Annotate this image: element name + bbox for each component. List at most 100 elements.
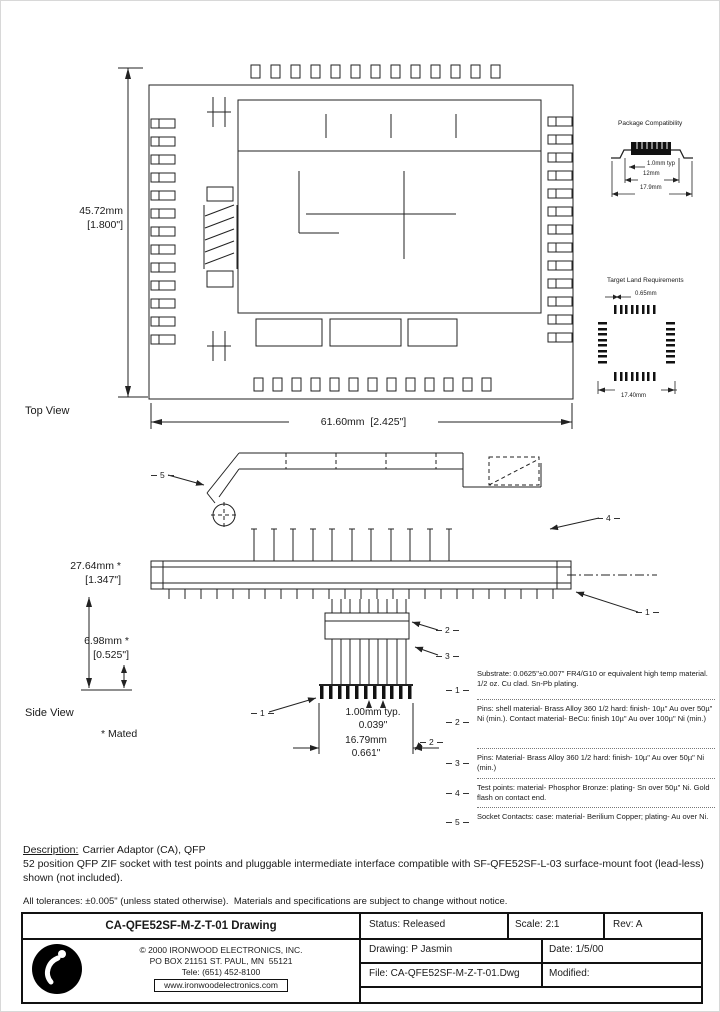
note-5: Socket Contacts: case: material- Beriliu…: [477, 807, 715, 822]
file-field: File: CA-QFE52SF-M-Z-T-01.Dwg: [369, 968, 520, 979]
balloon-1b: 1: [251, 708, 274, 718]
callout-dash: [652, 611, 659, 613]
drawing-author-field: Drawing: P Jasmin: [369, 944, 453, 955]
pkg-dim-3: 17.9mm: [640, 185, 662, 191]
land-pitch-dim: 0.65mm: [635, 291, 657, 297]
balloon-2a: 2: [436, 625, 459, 635]
pkg-dim-1: 1.0mm typ: [647, 161, 676, 167]
callout-dash: [151, 474, 157, 476]
callout-dash: [636, 611, 642, 613]
side-standoff-dim: 6.98mm * [0.525"]: [81, 634, 129, 662]
dim-height-mm: 45.72mm: [79, 205, 123, 217]
balloon-number: 1: [645, 607, 650, 617]
target-land-drawing: [597, 294, 677, 394]
company-website: www.ironwoodelectronics.com: [154, 979, 288, 992]
callout-dash: [267, 712, 274, 714]
balloon-number: 2: [429, 737, 434, 747]
note-number: 1: [455, 685, 460, 695]
note-text: Pins: shell material- Brass Alloy 360 1/…: [477, 704, 713, 723]
dim-1679-in: 0.661": [351, 747, 381, 759]
note-marker-4: 4: [446, 788, 469, 798]
company-info: © 2000 IRONWOOD ELECTRONICS, INC. PO BOX…: [85, 945, 357, 992]
dim-height-in: [1.800"]: [87, 219, 123, 231]
modified-field: Modified:: [549, 968, 590, 979]
tb-vline-3: [603, 914, 605, 938]
note-number: 5: [455, 817, 460, 827]
package-compat-drawing: [611, 142, 693, 197]
callout-dash: [436, 741, 443, 743]
callout-dash: [613, 517, 620, 519]
note-marker-1: 1: [446, 685, 469, 695]
callout-dash: [462, 792, 469, 794]
top-view-height-dim: 45.72mm [1.800"]: [65, 204, 123, 232]
callout-dash: [452, 655, 459, 657]
callout-dash: [436, 629, 442, 631]
callout-dash: [462, 689, 469, 691]
balloon-5: 5: [151, 470, 174, 480]
dim-698-mm: 6.98mm *: [84, 635, 129, 647]
callout-dash: [436, 655, 442, 657]
dim-100-in: 0.039": [358, 719, 388, 731]
land-width-dim: 17.40mm: [621, 393, 647, 399]
company-phone: Tele: (651) 452-8100: [181, 967, 261, 977]
balloon-2b: 2: [420, 737, 443, 747]
callout-dash: [452, 629, 459, 631]
ironwood-logo: [32, 944, 82, 994]
note-marker-3: 3: [446, 758, 469, 768]
hidden-lines: [211, 453, 540, 528]
callout-dash: [167, 474, 174, 476]
tb-vline-4: [541, 938, 543, 986]
note-number: 4: [455, 788, 460, 798]
description-body: 52 position QFP ZIF socket with test poi…: [23, 858, 704, 884]
company-name: © 2000 IRONWOOD ELECTRONICS, INC.: [139, 945, 303, 955]
tb-vline-2: [507, 914, 509, 938]
callout-dash: [446, 821, 452, 823]
date-field: Date: 1/5/00: [549, 944, 604, 955]
drawing-title: CA-QFE52SF-M-Z-T-01 Drawing: [105, 920, 277, 932]
target-land-title: Target Land Requirements: [607, 277, 684, 284]
note-text: Pins: Material- Brass Alloy 360 1/2 hard…: [477, 753, 704, 772]
balloon-number: 5: [160, 470, 165, 480]
callout-dash: [597, 517, 603, 519]
balloon-3: 3: [436, 651, 459, 661]
note-text: Test points: material- Phosphor Bronze: …: [477, 783, 710, 802]
pkg-dim-2: 12mm: [643, 171, 660, 177]
callout-dash: [251, 712, 257, 714]
top-view-label: Top View: [25, 405, 70, 417]
tb-hline-2: [359, 962, 701, 964]
side-height-dim: 27.64mm * [1.347"]: [57, 559, 121, 587]
callout-dash: [462, 821, 469, 823]
top-view-width-dim: 61.60mm [2.425"]: [320, 416, 407, 428]
note-text: Socket Contacts: case: material- Beriliu…: [477, 812, 709, 821]
balloon-number: 4: [606, 513, 611, 523]
note-number: 3: [455, 758, 460, 768]
note-marker-2: 2: [446, 717, 469, 727]
callout-dash: [446, 689, 452, 691]
mated-note: * Mated: [101, 728, 138, 740]
balloon-number: 3: [445, 651, 450, 661]
description-summary: Carrier Adaptor (CA), QFP: [82, 844, 206, 856]
note-4: Test points: material- Phosphor Bronze: …: [477, 778, 715, 802]
note-text: Substrate: 0.0625"±0.007" FR4/G10 or equ…: [477, 669, 708, 688]
description-line: Description:Carrier Adaptor (CA), QFP: [23, 843, 206, 857]
dim-2764-mm: 27.64mm *: [70, 560, 121, 572]
foot-contacts: [320, 686, 412, 699]
callout-dash: [462, 721, 469, 723]
callout-dash: [420, 741, 426, 743]
foot-width-dim: 16.79mm 0.661": [326, 735, 406, 760]
description-heading: Description:: [23, 844, 79, 856]
tb-hline-3: [359, 986, 701, 988]
dimension-arrows: [86, 68, 572, 751]
company-address: PO BOX 21151 ST. PAUL, MN 55121: [149, 956, 293, 966]
callout-dash: [462, 762, 469, 764]
note-3: Pins: Material- Brass Alloy 360 1/2 hard…: [477, 748, 715, 772]
balloon-number: 2: [445, 625, 450, 635]
balloon-4: 4: [597, 513, 620, 523]
side-view-label: Side View: [25, 707, 74, 719]
top-view-drawing: [118, 64, 574, 429]
note-number: 2: [455, 717, 460, 727]
dim-100-mm: 1.00mm typ.: [345, 707, 401, 718]
rev-field: Rev: A: [613, 919, 643, 930]
